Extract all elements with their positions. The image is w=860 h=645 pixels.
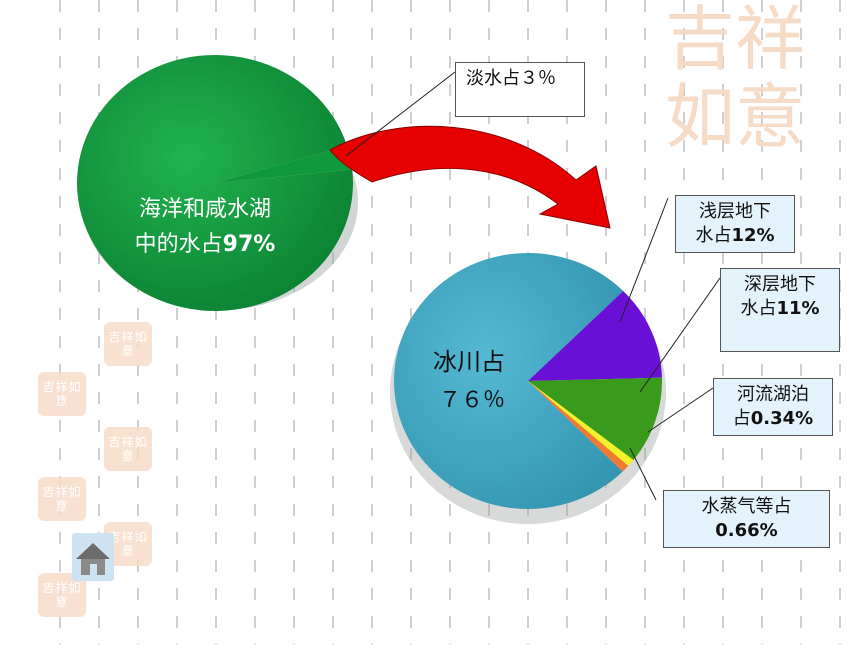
callout-percent: 0.34% bbox=[750, 408, 814, 429]
callout-text: 水占 bbox=[740, 298, 777, 319]
freshwater-pie: 冰川占 ７６％ bbox=[390, 253, 666, 524]
pie-slice-shallow-groundwater-12 bbox=[528, 290, 662, 381]
leader-line-fresh bbox=[345, 71, 456, 157]
seal-text: 吉祥如意 bbox=[108, 530, 148, 558]
callout-freshwater-text: 淡水占３％ bbox=[466, 68, 556, 89]
leader-line-deep bbox=[639, 277, 721, 393]
callout-line1: 深层地下 bbox=[744, 274, 816, 295]
sea-label-percent: 97% bbox=[223, 232, 276, 257]
callout-line2: 0.66% bbox=[664, 519, 829, 543]
home-icon bbox=[76, 543, 110, 575]
pie-slice-deep-groundwater-11 bbox=[528, 377, 662, 460]
auspicious-seal: 吉祥如意 bbox=[38, 372, 86, 416]
seal-text: 吉祥如意 bbox=[108, 435, 148, 463]
callout-text: 占 bbox=[732, 408, 751, 429]
home-button[interactable] bbox=[72, 533, 114, 581]
auspicious-seal-large: 吉祥如意 bbox=[665, 0, 860, 175]
callout-freshwater: 淡水占３％ bbox=[455, 62, 585, 117]
callout-line2: 占0.34% bbox=[714, 407, 832, 431]
sea-pie: 海洋和咸水湖 中的水占97% bbox=[76, 55, 358, 312]
callout-water-vapor: 水蒸气等占 0.66% bbox=[663, 490, 830, 548]
callout-percent: 12% bbox=[731, 225, 775, 246]
transfer-arrow bbox=[329, 125, 611, 229]
callout-line1: 浅层地下 bbox=[699, 201, 771, 222]
callout-deep-groundwater: 深层地下 水占11% bbox=[720, 268, 840, 352]
seal-text: 吉祥如意 bbox=[42, 485, 82, 513]
callout-text: 水占 bbox=[695, 225, 732, 246]
pie-slice-glacier-76 bbox=[394, 253, 624, 509]
sea-label-line1: 海洋和咸水湖 bbox=[139, 197, 271, 222]
callout-line1: 河流湖泊 bbox=[737, 384, 809, 405]
pie-slice-water-vapor-0.66 bbox=[528, 381, 629, 472]
leader-line-vapor bbox=[629, 447, 657, 501]
callout-line1: 水蒸气等占 bbox=[701, 496, 792, 517]
pie-slice-freshwater-3 bbox=[215, 145, 353, 183]
pie-slice-rivers-lakes-0.34 bbox=[528, 381, 634, 466]
seal-text: 吉祥如意 bbox=[42, 581, 82, 609]
leader-line-river bbox=[647, 387, 714, 433]
callout-line2: 水占11% bbox=[721, 297, 839, 321]
callout-percent: 11% bbox=[776, 298, 820, 319]
pie-slice-sea-97 bbox=[76, 55, 354, 312]
seal-text: 吉祥如意 bbox=[665, 0, 805, 158]
callout-line2: 水占12% bbox=[676, 224, 794, 248]
seal-text: 吉祥如意 bbox=[108, 330, 148, 358]
sea-label-text: 中的水占 bbox=[135, 232, 223, 257]
seal-text: 吉祥如意 bbox=[42, 380, 82, 408]
auspicious-seal: 吉祥如意 bbox=[104, 322, 152, 366]
sea-label-line2: 中的水占97% bbox=[135, 232, 276, 257]
auspicious-seal: 吉祥如意 bbox=[104, 427, 152, 471]
callout-rivers-lakes: 河流湖泊 占0.34% bbox=[713, 378, 833, 436]
callout-percent: 0.66% bbox=[715, 520, 778, 541]
leader-line-shallow bbox=[619, 197, 669, 323]
auspicious-seal: 吉祥如意 bbox=[38, 477, 86, 521]
glacier-label-line1: 冰川占 bbox=[433, 348, 505, 376]
glacier-label-line2: ７６％ bbox=[439, 388, 505, 413]
callout-shallow-groundwater: 浅层地下 水占12% bbox=[675, 195, 795, 253]
